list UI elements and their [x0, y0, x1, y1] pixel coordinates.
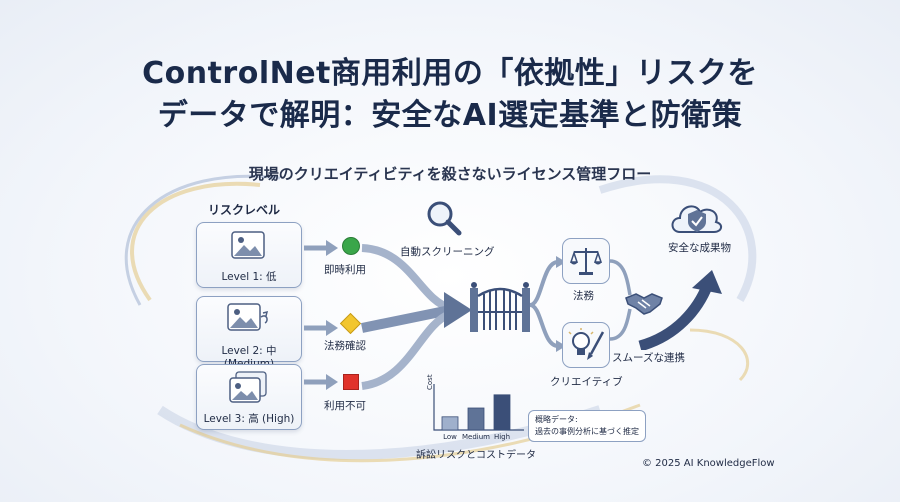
- creative-box: [562, 322, 610, 368]
- copyright: © 2025 AI KnowledgeFlow: [642, 458, 775, 469]
- level-3-label: Level 3: 高 (High): [203, 413, 295, 425]
- level-2-card: Level 2: 中 (Medium): [196, 296, 302, 370]
- level-3-status: 利用不可: [324, 400, 366, 412]
- merge-arrows: [609, 259, 632, 341]
- magnifier-icon: [427, 201, 462, 236]
- legal-box: [562, 238, 610, 284]
- screening-label: 自動スクリーニング: [400, 246, 495, 258]
- image-stack-icon: [229, 371, 267, 403]
- level-2-status: 法務確認: [324, 340, 366, 352]
- level-1-card: Level 1: 低: [196, 222, 302, 288]
- branch-arrows: [529, 256, 566, 352]
- legal-label: 法務: [573, 290, 594, 302]
- bar-high: [493, 394, 511, 431]
- level-1-status: 即時利用: [324, 264, 366, 276]
- tick-label-medium: Medium: [462, 433, 490, 441]
- risk-section-label: リスクレベル: [208, 203, 281, 217]
- green-circle-icon: [342, 237, 360, 255]
- title-line-1: ControlNet商用利用の「依拠性」リスクを: [142, 56, 758, 91]
- level-1-label: Level 1: 低: [221, 271, 277, 283]
- level-to-status-arrows: [304, 240, 338, 390]
- image-variation-icon: [227, 303, 269, 331]
- screening-flow-arrow: [360, 244, 472, 390]
- callout-line-2: 過去の事例分析に基づく推定: [535, 427, 639, 436]
- subtitle: 現場のクリエイティビティを殺さないライセンス管理フロー: [248, 165, 652, 183]
- red-square-icon: [343, 374, 359, 390]
- collab-label: スムーズな連携: [612, 352, 685, 364]
- image-icon: [231, 231, 265, 259]
- lightbulb-brush-icon: [568, 328, 605, 360]
- chart-caption: 訴訟リスクとコストデータ: [416, 450, 536, 461]
- level-3-card: Level 3: 高 (High): [196, 364, 302, 430]
- bar-medium: [467, 407, 485, 431]
- scales-icon: [569, 248, 603, 275]
- chart-ylabel: Cost: [426, 374, 434, 390]
- upward-growth-arrow: [638, 270, 722, 350]
- cloud-shield-icon: [671, 205, 722, 233]
- bar-low: [441, 416, 459, 431]
- tick-label-low: Low: [443, 433, 457, 441]
- tick-label-high: High: [494, 433, 510, 441]
- title-line-2: データで解明：安全なAI選定基準と防衛策: [157, 98, 743, 133]
- creative-label: クリエイティブ: [550, 376, 623, 388]
- handshake-icon: [625, 293, 663, 315]
- gate-icon: [470, 282, 530, 332]
- safe-output-label: 安全な成果物: [668, 242, 731, 254]
- cost-bar-chart: Low Medium High: [433, 384, 524, 441]
- callout-line-1: 概略データ:: [535, 415, 578, 424]
- estimate-callout: 概略データ: 過去の事例分析に基づく推定: [528, 410, 646, 442]
